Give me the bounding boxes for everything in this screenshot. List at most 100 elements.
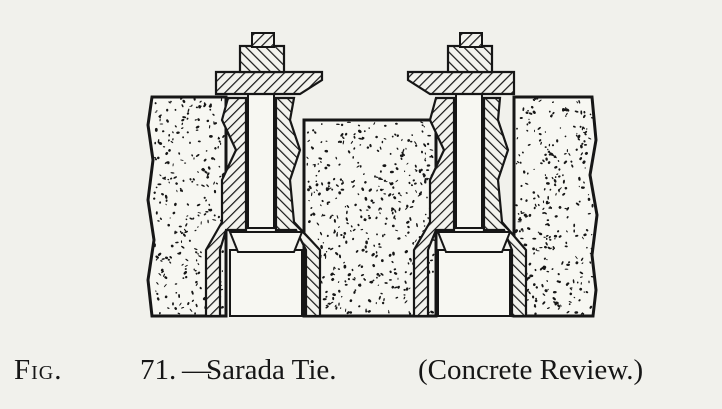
stipple-dot (340, 188, 345, 191)
stipple-dot (412, 242, 414, 245)
stipple-dot (546, 270, 550, 273)
stipple-dot (525, 199, 528, 202)
left-tie-bolt-tip (251, 32, 275, 48)
stipple-dot (554, 237, 556, 240)
left-tie-bore (229, 249, 303, 317)
stipple-dot (378, 274, 381, 277)
stipple-dot (195, 106, 198, 109)
stipple-dot (191, 299, 195, 302)
stipple-dot (187, 302, 190, 306)
stipple-dot (566, 149, 569, 153)
stipple-dot (520, 228, 524, 231)
stipple-dot (364, 181, 367, 184)
stipple-dot (561, 261, 564, 265)
stipple-dot (368, 216, 372, 220)
stipple-dot (346, 205, 350, 208)
stipple-dot (389, 182, 391, 185)
stipple-dot (174, 283, 178, 285)
stipple-dot (181, 127, 184, 129)
stipple-dot (527, 110, 530, 112)
stipple-dot (322, 242, 325, 244)
stipple-dot (154, 156, 157, 159)
stipple-dot (562, 192, 566, 196)
stipple-dot (221, 250, 224, 253)
stipple-dot (332, 273, 336, 276)
stipple-dot (565, 112, 568, 116)
stipple-dot (153, 191, 156, 194)
stipple-dot (569, 287, 573, 291)
stipple-dot (182, 136, 185, 139)
stipple-dot (366, 146, 370, 149)
stipple-dot (585, 229, 589, 232)
stipple-dot (578, 299, 581, 302)
stipple-dot (363, 278, 365, 280)
stipple-dot (525, 182, 529, 185)
stipple-dot (581, 142, 584, 145)
stipple-dot (330, 247, 334, 251)
stipple-dot (576, 281, 579, 284)
stipple-dot (179, 98, 183, 100)
stipple-dot (220, 288, 224, 291)
stipple-dot (578, 176, 581, 181)
stipple-dot (409, 206, 414, 208)
stipple-dot (174, 108, 177, 111)
stipple-dot (562, 174, 564, 177)
stipple-dot (538, 232, 543, 236)
stipple-dot (201, 167, 205, 171)
stipple-dot (546, 258, 548, 261)
stipple-dot (422, 173, 426, 177)
stipple-dot (546, 280, 549, 282)
stipple-dot (307, 180, 310, 183)
stipple-dot (522, 170, 526, 174)
stipple-dot (317, 238, 320, 241)
stipple-dot (587, 197, 591, 201)
stipple-dot (388, 279, 392, 281)
stipple-dot (380, 259, 384, 263)
stipple-dot (213, 189, 217, 194)
stipple-dot (532, 237, 537, 240)
stipple-dot (315, 189, 318, 192)
stipple-dot (338, 191, 342, 195)
stipple-dot (343, 235, 345, 237)
stipple-dot (160, 260, 163, 262)
stipple-dot (158, 114, 162, 118)
stipple-dot (315, 174, 318, 177)
stipple-dot (213, 214, 216, 217)
stipple-dot (389, 152, 392, 155)
stipple-dot (537, 126, 541, 130)
stipple-dot (335, 252, 339, 256)
stipple-dot (195, 280, 198, 284)
stipple-dot (340, 123, 344, 127)
stipple-dot (579, 276, 583, 278)
stipple-dot (182, 116, 187, 119)
stipple-dot (424, 159, 427, 162)
stipple-dot (169, 256, 172, 259)
stipple-dot (164, 194, 168, 199)
stipple-dot (191, 290, 194, 295)
stipple-dot (178, 251, 182, 255)
stipple-dot (533, 129, 536, 133)
stipple-dot (522, 107, 525, 112)
stipple-dot (353, 135, 356, 139)
stipple-dot (178, 152, 181, 155)
stipple-dot (589, 305, 593, 309)
stipple-dot (339, 307, 342, 309)
stipple-dot (360, 265, 364, 268)
stipple-dot (168, 101, 171, 104)
left-tie-washer (214, 70, 324, 96)
stipple-dot (534, 312, 537, 316)
stipple-dot (188, 239, 191, 242)
stipple-dot (318, 170, 320, 173)
stipple-dot (409, 272, 413, 276)
stipple-dot (356, 165, 360, 168)
stipple-dot (379, 188, 383, 192)
stipple-dot (327, 185, 330, 188)
stipple-dot (403, 153, 406, 156)
stipple-dot (195, 272, 198, 275)
stipple-dot (564, 186, 568, 190)
stipple-dot (575, 148, 578, 151)
stipple-dot (388, 253, 392, 257)
stipple-dot (545, 234, 549, 237)
stipple-dot (369, 143, 372, 148)
